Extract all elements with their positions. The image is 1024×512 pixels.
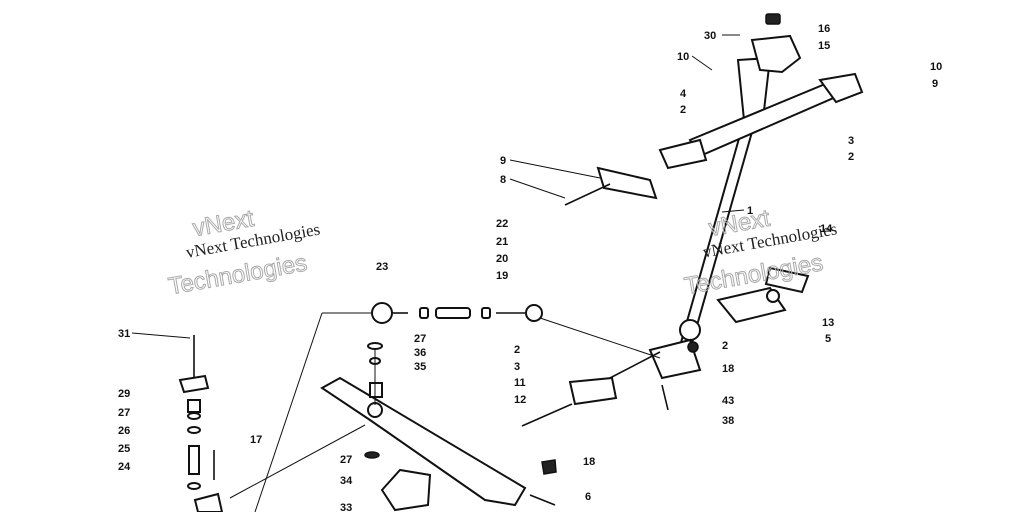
callout-9b: 9 bbox=[500, 155, 506, 167]
callout-33: 33 bbox=[340, 502, 352, 512]
callout-26: 26 bbox=[118, 425, 130, 437]
sleeve-25 bbox=[188, 445, 200, 475]
leader-10a bbox=[691, 55, 713, 71]
callout-14: 14 bbox=[820, 223, 833, 235]
cap-block-3 bbox=[568, 376, 618, 406]
leader-rod-down bbox=[254, 312, 323, 512]
callout-12: 12 bbox=[514, 394, 526, 406]
leader-mount-to-arm bbox=[229, 424, 366, 499]
callout-29: 29 bbox=[118, 388, 130, 400]
washer-24 bbox=[187, 482, 201, 490]
callout-38: 38 bbox=[722, 415, 734, 427]
leader-rod-to-pivot bbox=[539, 317, 661, 359]
callout-27b: 27 bbox=[118, 407, 130, 419]
callout-8: 8 bbox=[500, 174, 506, 186]
bearing-hole bbox=[766, 289, 780, 303]
callout-10a: 10 bbox=[677, 51, 689, 63]
callout-2a: 2 bbox=[680, 104, 686, 116]
bushing-29 bbox=[187, 399, 201, 413]
callout-36: 36 bbox=[414, 347, 426, 359]
cap-plate bbox=[596, 166, 658, 200]
bracket-31 bbox=[178, 374, 210, 394]
rod-end-23 bbox=[371, 302, 393, 324]
link-arm bbox=[609, 351, 661, 379]
bushing-2 bbox=[679, 319, 701, 341]
leader-8 bbox=[509, 178, 566, 199]
callout-27a: 27 bbox=[414, 333, 426, 345]
callout-31: 31 bbox=[118, 328, 130, 340]
nut-18-lower bbox=[541, 459, 557, 475]
callout-16: 16 bbox=[818, 23, 830, 35]
callout-30: 30 bbox=[704, 30, 716, 42]
clamp-cap bbox=[765, 13, 781, 25]
lower-bracket-assembly bbox=[521, 266, 810, 427]
callout-2c: 2 bbox=[722, 340, 728, 352]
nut-20 bbox=[481, 307, 491, 319]
callout-18a: 18 bbox=[722, 363, 734, 375]
handlebar-clamp bbox=[750, 34, 802, 74]
callout-24: 24 bbox=[118, 461, 131, 473]
callout-25: 25 bbox=[118, 443, 130, 455]
leader-31 bbox=[131, 332, 191, 339]
watermark-left: vNext vNext Technologies Technologies bbox=[166, 204, 322, 300]
callout-19: 19 bbox=[496, 270, 508, 282]
watermark-right: vNext vNext Technologies Technologies bbox=[682, 204, 839, 300]
bushing-block-upper bbox=[658, 138, 708, 170]
callout-17: 17 bbox=[250, 434, 262, 446]
left-bolt-stack bbox=[178, 335, 366, 512]
callout-34: 34 bbox=[340, 475, 353, 487]
arm-hole bbox=[367, 402, 383, 418]
mount-block bbox=[193, 492, 224, 512]
leader-9b bbox=[509, 159, 601, 179]
callout-21: 21 bbox=[496, 236, 508, 248]
lower-pivot bbox=[648, 338, 702, 380]
callout-3b: 3 bbox=[514, 361, 520, 373]
callout-5: 5 bbox=[825, 333, 831, 345]
callout-1: 1 bbox=[747, 205, 753, 217]
callout-20: 20 bbox=[496, 253, 508, 265]
bolt-38 bbox=[661, 384, 669, 411]
callout-9a: 9 bbox=[932, 78, 938, 90]
callout-22: 22 bbox=[496, 218, 508, 230]
callout-43: 43 bbox=[722, 395, 734, 407]
nut-18 bbox=[687, 341, 699, 353]
callout-2b: 2 bbox=[848, 151, 854, 163]
callout-15: 15 bbox=[818, 40, 830, 52]
leader-1 bbox=[721, 209, 745, 213]
callout-10b: 10 bbox=[930, 61, 942, 73]
bolt-8 bbox=[564, 183, 611, 206]
callout-6: 6 bbox=[585, 491, 591, 503]
callout-3a: 3 bbox=[848, 135, 854, 147]
mount-plate-14 bbox=[764, 266, 810, 294]
callout-4: 4 bbox=[680, 88, 687, 100]
spindle-34 bbox=[380, 468, 432, 512]
steering-arm-assembly bbox=[320, 342, 557, 512]
bar-end-block bbox=[818, 72, 864, 104]
callout-23: 23 bbox=[376, 261, 388, 273]
bolt-12 bbox=[521, 403, 573, 427]
callout-35: 35 bbox=[414, 361, 426, 373]
spacer-35 bbox=[369, 382, 383, 398]
washer-27-left bbox=[187, 412, 201, 420]
callout-18b: 18 bbox=[583, 456, 595, 468]
tie-rod-21 bbox=[435, 307, 471, 319]
callout-13: 13 bbox=[822, 317, 834, 329]
callout-layer: 30 16 15 10 10 9 4 2 3 2 9 8 1 14 22 21 … bbox=[118, 23, 942, 512]
callout-2d: 2 bbox=[514, 344, 520, 356]
washer-26 bbox=[187, 426, 201, 434]
callout-11: 11 bbox=[514, 377, 526, 389]
steering-post-assembly bbox=[564, 13, 864, 352]
bolt-6 bbox=[529, 494, 556, 506]
washer-27-lower bbox=[364, 451, 380, 459]
nut-22 bbox=[419, 307, 429, 319]
rod-end-19 bbox=[525, 304, 543, 322]
callout-27c: 27 bbox=[340, 454, 352, 466]
